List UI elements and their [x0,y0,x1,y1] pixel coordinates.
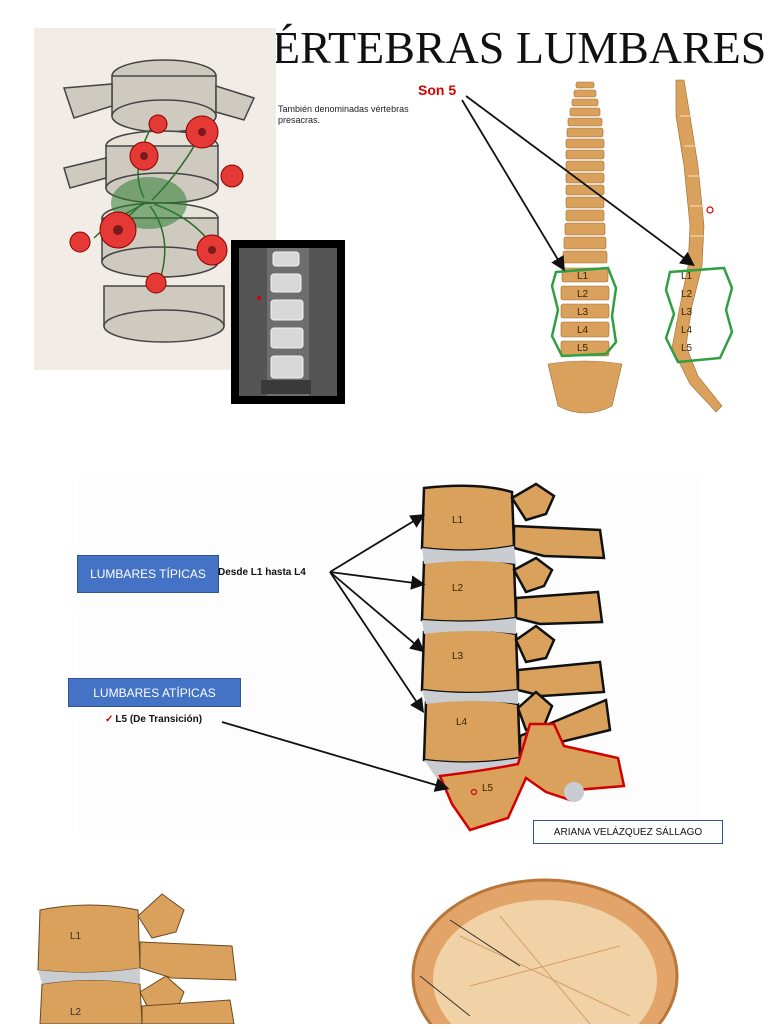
bottom-l2-label: L2 [70,1007,82,1018]
flower-spine-drawing [62,59,256,343]
front-l2-label: L2 [577,289,589,300]
side-l2-label: L2 [681,289,693,300]
count-label: Son 5 [418,82,457,98]
subtitle-text: También denominadas vértebras presacras. [278,104,409,125]
ct-scan-drawing [239,248,337,396]
bottom-l1-label: L1 [70,931,82,942]
side-l1-label: L1 [681,271,693,282]
spine-views-drawing [547,79,734,414]
bottom-illustrations [0,876,768,1029]
page-title: ÉRTEBRAS LUMBARES [272,22,767,73]
atypical-item-text: L5 (De Transición) [115,714,203,725]
ct-scan-image [231,240,345,404]
atypical-item: ✓L5 (De Transición) [105,714,202,725]
front-l1-label: L1 [577,271,589,282]
author-credit: ARIANA VELÁZQUEZ SÁLLAGO [533,820,723,844]
atypical-lumbar-box: LUMBARES ATÍPICAS [68,678,241,707]
count-arrows [461,95,695,272]
lateral-l3-label: L3 [452,651,464,662]
bottom-drawing [0,876,768,1029]
side-l3-label: L3 [681,307,693,318]
lateral-l2-label: L2 [452,583,464,594]
front-l5-label: L5 [577,343,589,354]
lateral-l4-label: L4 [456,717,468,728]
lateral-l5-label: L5 [482,783,494,794]
spine-views-panel [466,76,748,422]
typical-lumbar-box: LUMBARES TÍPICAS [77,555,219,593]
spine-flower-illustration [34,28,276,370]
side-l4-label: L4 [681,325,693,336]
typical-range-text: Desde L1 hasta L4 [218,567,306,578]
lumbar-lateral-section [78,474,700,834]
side-l5-label: L5 [681,343,693,354]
check-icon: ✓ [105,714,114,725]
lumbar-lateral-drawing [221,482,626,832]
front-l3-label: L3 [577,307,589,318]
front-l4-label: L4 [577,325,589,336]
lateral-l1-label: L1 [452,515,464,526]
